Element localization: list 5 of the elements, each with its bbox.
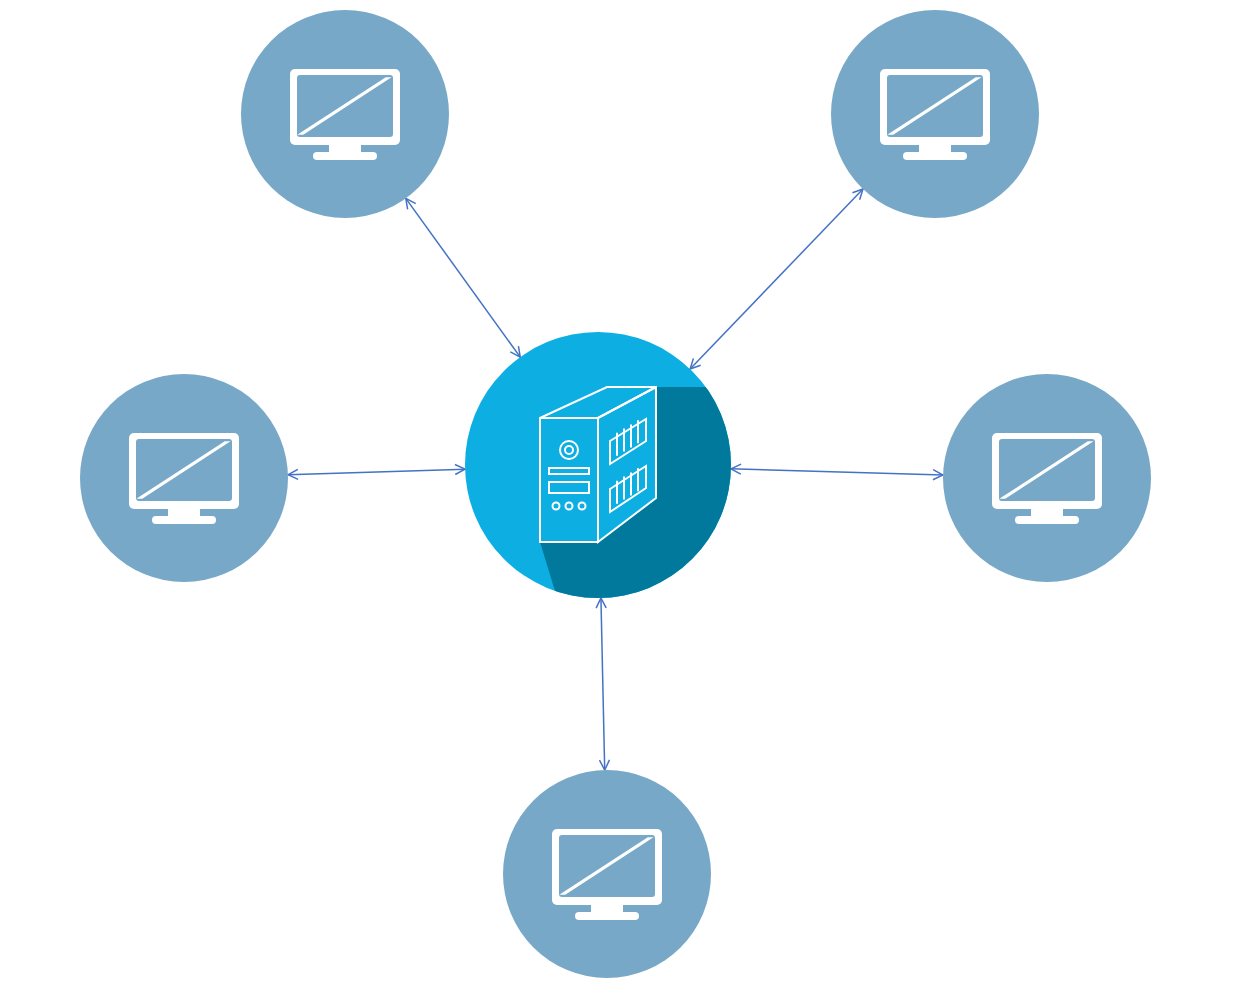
double-arrow <box>689 188 864 370</box>
double-arrow <box>405 197 521 358</box>
double-arrow <box>287 463 466 481</box>
double-arrow <box>730 463 944 481</box>
double-arrow <box>595 597 611 771</box>
